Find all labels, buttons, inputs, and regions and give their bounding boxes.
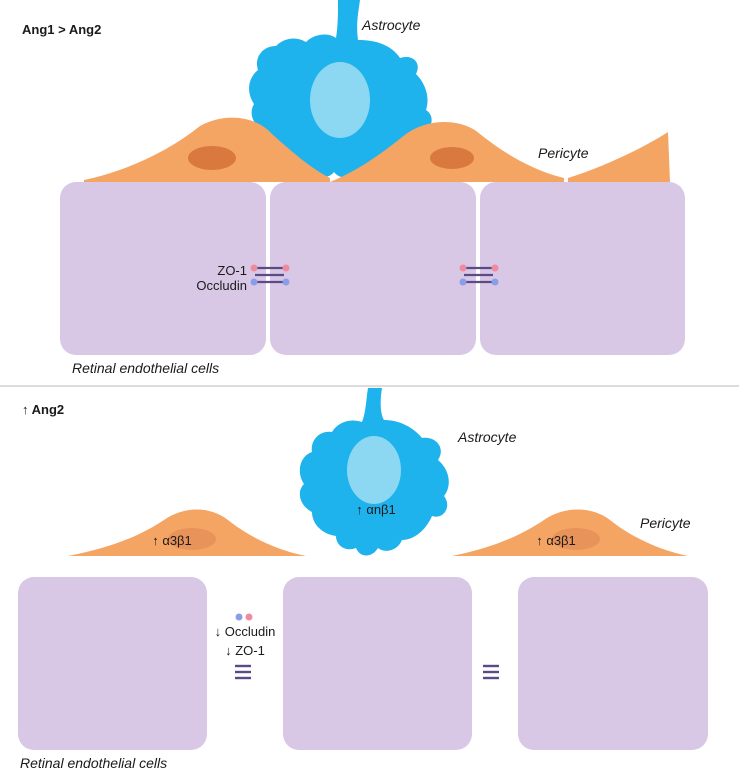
bottom-pericyte-left-integrin: ↑ α3β1 bbox=[152, 533, 192, 548]
bottom-astrocyte-integrin: ↑ αnβ1 bbox=[356, 502, 396, 517]
occludin-dot bbox=[491, 278, 499, 286]
occludin-dot bbox=[459, 278, 467, 286]
zo1-dot bbox=[459, 264, 467, 272]
bottom-endothelial-cells bbox=[18, 577, 708, 750]
top-zo1-label: ZO-1 bbox=[217, 263, 247, 278]
bottom-endothelial-cell-2 bbox=[283, 577, 472, 750]
bottom-pericyte-left bbox=[68, 509, 306, 556]
bottom-pericyte-left-nucleus bbox=[168, 528, 216, 550]
top-endothelial-cells bbox=[60, 182, 685, 355]
top-pericyte bbox=[84, 117, 670, 182]
zo1-dot bbox=[282, 264, 290, 272]
bottom-pericyte-right-nucleus bbox=[552, 528, 600, 550]
zo1-dot bbox=[250, 264, 258, 272]
top-tight-junction-left bbox=[250, 264, 290, 286]
bottom-astrocyte-label: Astrocyte bbox=[457, 429, 517, 445]
bottom-zo1-label: ↓ ZO-1 bbox=[225, 643, 265, 658]
top-astrocyte-nucleus bbox=[310, 62, 370, 138]
bottom-junction-bars-right bbox=[483, 664, 499, 680]
top-occludin-label: Occludin bbox=[196, 278, 247, 293]
occludin-dot bbox=[250, 278, 258, 286]
occludin-dot bbox=[282, 278, 290, 286]
top-endothelial-cell-2 bbox=[270, 182, 476, 355]
top-panel: Ang1 > Ang2 Pericyte Astrocyte bbox=[22, 0, 685, 376]
bottom-panel: ↑ Ang2 ↑ αnβ1 Astrocyte ↑ α3β1 ↑ α3β1 Pe… bbox=[18, 388, 708, 771]
bottom-cells-label: Retinal endothelial cells bbox=[20, 755, 167, 771]
top-endothelial-cell-3 bbox=[480, 182, 685, 355]
top-astrocyte-label: Astrocyte bbox=[361, 17, 421, 33]
top-condition-label: Ang1 > Ang2 bbox=[22, 22, 101, 37]
occludin-dot bbox=[235, 613, 243, 621]
top-pericyte-label: Pericyte bbox=[538, 145, 589, 161]
zo1-dot bbox=[245, 613, 253, 621]
zo1-dot bbox=[491, 264, 499, 272]
bottom-astrocyte-nucleus bbox=[347, 436, 401, 504]
bottom-pericyte-label: Pericyte bbox=[640, 515, 691, 531]
bottom-pericyte-right-integrin: ↑ α3β1 bbox=[536, 533, 576, 548]
top-tight-junction-right bbox=[459, 264, 499, 286]
bottom-pericyte-right bbox=[452, 509, 688, 556]
bottom-condition-label: ↑ Ang2 bbox=[22, 402, 64, 417]
bottom-astrocyte bbox=[299, 388, 449, 556]
top-pericyte-body-right bbox=[568, 132, 670, 182]
bottom-occludin-label: ↓ Occludin bbox=[215, 624, 276, 639]
top-pericyte-nucleus-middle bbox=[430, 147, 474, 169]
top-endothelial-cell-1 bbox=[60, 182, 266, 355]
bottom-endothelial-cell-3 bbox=[518, 577, 708, 750]
top-cells-label: Retinal endothelial cells bbox=[72, 360, 219, 376]
top-astrocyte bbox=[249, 0, 432, 178]
top-pericyte-nucleus-left bbox=[188, 146, 236, 170]
bottom-endothelial-cell-1 bbox=[18, 577, 207, 750]
bottom-junction-bars-left bbox=[235, 664, 251, 680]
